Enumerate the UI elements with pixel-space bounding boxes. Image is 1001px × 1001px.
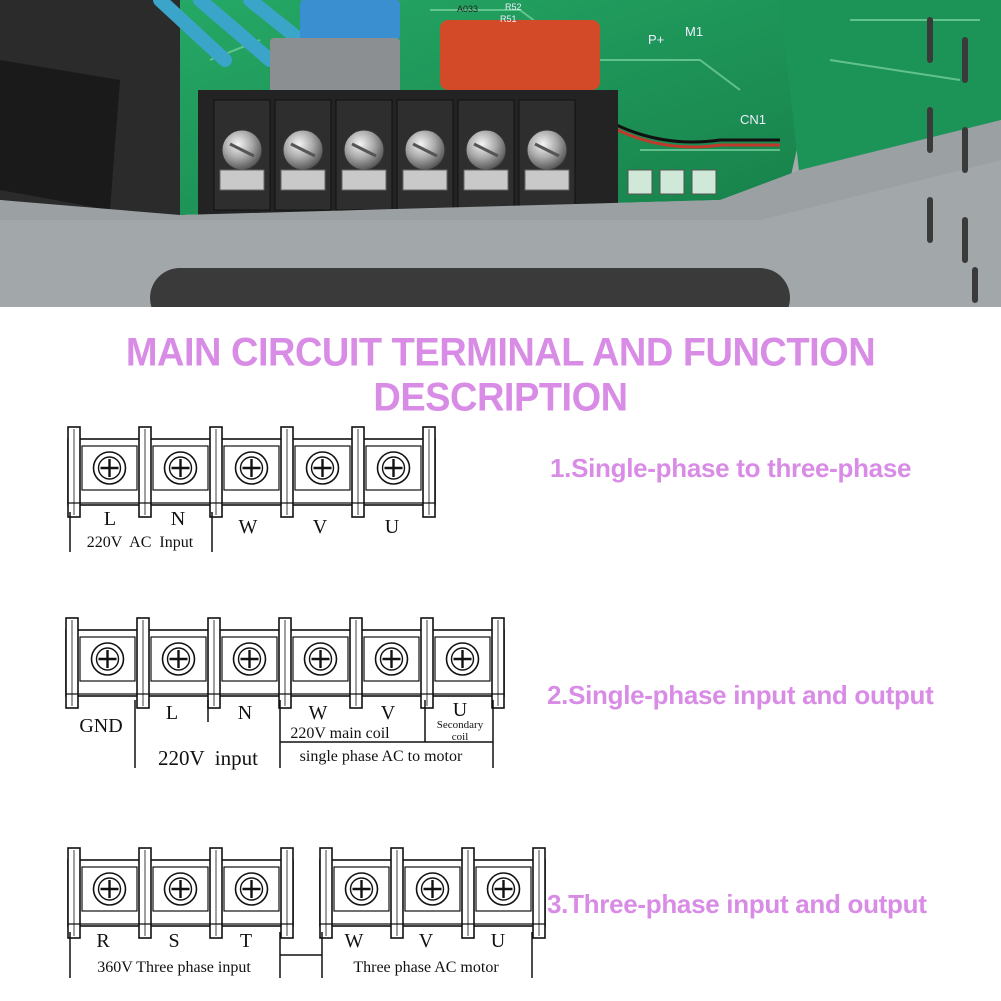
screw-icon: [90, 642, 125, 676]
terminal-block-2: [65, 617, 505, 709]
section-1-diagram: L N W V U 220V AC Input: [69, 508, 400, 552]
pcb-label-p-plus: P+: [648, 32, 664, 47]
terminal-block-3b: [319, 847, 546, 939]
section-3-diagram: R S T W V U 360V Three phase input Three…: [69, 930, 533, 978]
terminal-t-label: T: [240, 930, 252, 952]
terminal-n-label: N: [171, 508, 185, 530]
screw-icon: [232, 642, 267, 676]
section-2-diagram: GND L N W V U 220V main coil Secondary c…: [79, 699, 494, 770]
photo-terminal-screw: [213, 99, 271, 211]
screw-icon: [163, 451, 198, 485]
pcb-label-a033: A033: [457, 4, 478, 14]
pcb-label-cn1: CN1: [740, 112, 766, 127]
terminal-w-label: W: [309, 702, 328, 724]
product-photo: M1 CN1 P+ R52 R51 A033: [0, 0, 1001, 307]
terminal-l-label: L: [166, 702, 178, 724]
main-coil-label: 220V main coil: [290, 725, 390, 742]
section-2-caption: 2.Single-phase input and output: [547, 680, 934, 710]
pcb-label-r52: R52: [505, 2, 522, 12]
photo-terminal-screw: [518, 99, 576, 211]
page-title: MAIN CIRCUIT TERMINAL AND FUNCTION DESCR…: [125, 330, 876, 421]
photo-terminal-screw: [457, 99, 515, 211]
terminal-w-label: W: [345, 930, 364, 952]
terminal-block-1: [67, 426, 436, 518]
section-1-caption: 1.Single-phase to three-phase: [550, 453, 912, 483]
screw-icon: [92, 451, 127, 485]
three-phase-motor-label: Three phase AC motor: [353, 959, 499, 976]
photo-terminal-screw: [396, 99, 454, 211]
screw-icon: [344, 872, 379, 906]
terminal-w-label: W: [239, 516, 258, 538]
terminal-u-label: U: [453, 699, 468, 721]
coil-label: coil: [452, 731, 469, 743]
three-phase-input-label: 360V Three phase input: [97, 959, 251, 976]
secondary-label: Secondary: [437, 719, 484, 731]
screw-icon: [303, 642, 338, 676]
screw-icon: [305, 451, 340, 485]
terminal-n-label: N: [238, 702, 252, 724]
terminal-block-3a: [67, 847, 294, 939]
terminal-u-label: U: [491, 930, 506, 952]
screw-icon: [486, 872, 521, 906]
screw-icon: [92, 872, 127, 906]
screw-icon: [376, 451, 411, 485]
pcb-label-r51: R51: [500, 14, 517, 24]
terminal-v-label: V: [313, 516, 328, 538]
photo-terminal-screw: [274, 99, 332, 211]
screw-icon: [234, 451, 269, 485]
pcb-label-m1: M1: [685, 24, 703, 39]
terminal-diagrams: L N W V U 220V AC Input GND L N W V U 22…: [65, 426, 546, 978]
terminal-v-label: V: [419, 930, 434, 952]
terminal-l-label: L: [104, 508, 116, 530]
terminal-gnd-label: GND: [79, 715, 122, 737]
screw-icon: [161, 642, 196, 676]
screw-icon: [445, 642, 480, 676]
input-220v-label: 220V input: [158, 746, 258, 770]
terminal-u-label: U: [385, 516, 400, 538]
terminal-r-label: R: [96, 930, 110, 952]
ac-input-label: 220V AC Input: [87, 534, 194, 551]
screw-icon: [374, 642, 409, 676]
section-3-caption: 3.Three-phase input and output: [547, 889, 927, 919]
terminal-s-label: S: [168, 930, 179, 952]
screw-icon: [234, 872, 269, 906]
motor-ac-label: single phase AC to motor: [300, 748, 463, 765]
screw-icon: [163, 872, 198, 906]
photo-terminal-screw: [335, 99, 393, 211]
terminal-v-label: V: [381, 702, 396, 724]
screw-icon: [415, 872, 450, 906]
